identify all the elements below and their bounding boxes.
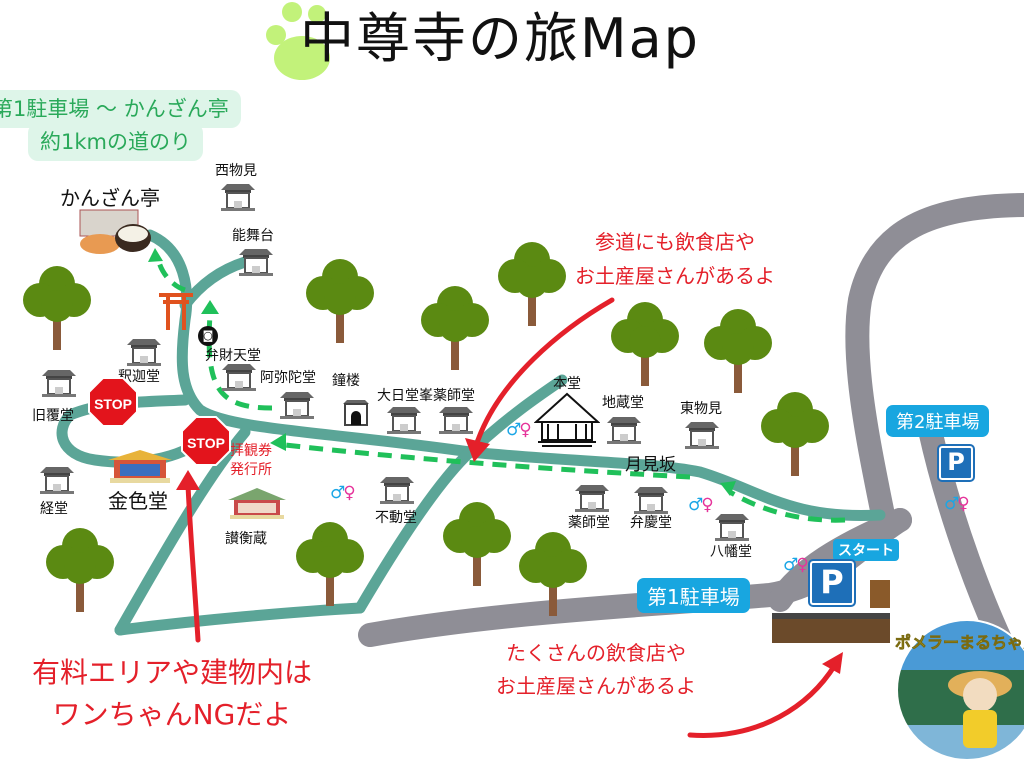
camera-icon: ◙ (198, 326, 218, 346)
note-sando-line1: 参道にも飲食店や (595, 230, 755, 254)
tree-icon (46, 528, 114, 612)
temple-icon (607, 417, 641, 444)
note-ng-line2: ワンちゃんNGだよ (52, 698, 292, 731)
label-tsukimizaka: 月見坂 (625, 455, 676, 475)
label-jizodo: 地蔵堂 (602, 395, 644, 411)
temple-icon (685, 422, 719, 449)
temple-icon (239, 249, 273, 276)
route-info-line2: 約1kmの道のり (28, 123, 203, 161)
temple-icon (222, 364, 256, 391)
tree-icon (421, 286, 489, 370)
parking-1-label: 第1駐車場 (637, 578, 750, 613)
label-fudodo: 不動堂 (375, 510, 417, 526)
tree-icon (306, 259, 374, 343)
stop-sign-icon: STOP (88, 377, 138, 427)
ticket-line2: 発行所 (230, 462, 272, 478)
road-east-loop (845, 193, 1024, 537)
label-konjikido: 金色堂 (108, 489, 168, 513)
tree-icon (519, 532, 587, 616)
note-dog-ng: 有料エリアや建物内はワンちゃんNGだよ (32, 652, 312, 736)
recommended-route (155, 257, 846, 523)
temple-icon (221, 184, 255, 211)
temple-icon (634, 487, 668, 514)
arrow-ng (185, 482, 201, 643)
temple-icon (280, 392, 314, 419)
path-diagonal (354, 374, 568, 614)
arrow-sando (475, 297, 615, 443)
parking-1-sign: P (808, 559, 856, 607)
tree-icon (23, 266, 91, 350)
road-p1 (768, 508, 912, 612)
restroom-icon: ♂♀ (330, 483, 356, 503)
label-nishimonomi: 西物見 (215, 163, 257, 179)
note-shops-line1: たくさんの飲食店や (506, 641, 686, 665)
label-dainichido: 大日堂峯薬師堂 (377, 388, 475, 404)
shop-buildings-icon (772, 580, 890, 643)
path-south (114, 602, 366, 636)
restaurant-icon (79, 209, 151, 254)
label-shakado: 釈迦堂 (118, 369, 160, 385)
red-arrows (185, 297, 838, 738)
bell-tower-icon (343, 400, 369, 426)
temple-icon (42, 370, 76, 397)
temple-icon (715, 514, 749, 541)
label-kyuoido: 旧覆堂 (32, 408, 74, 424)
label-hondo: 本堂 (553, 376, 581, 392)
label-benzaitendo: 弁財天堂 (205, 348, 261, 364)
label-kyozo: 経堂 (40, 501, 68, 517)
label-ticket-office: 拝観券発行所 (230, 442, 272, 480)
note-shops: たくさんの飲食店やお土産屋さんがあるよ (496, 637, 696, 703)
temple-icon (387, 407, 421, 434)
page-title: 中尊寺の旅Map (300, 7, 700, 70)
arrow-shops (687, 662, 838, 738)
route-arrowheads (148, 248, 736, 496)
note-sando: 参道にも飲食店やお土産屋さんがあるよ (575, 225, 775, 293)
tree-icon (704, 309, 772, 393)
start-badge: スタート (833, 539, 899, 561)
hondo-icon (534, 392, 600, 447)
parking-2-sign: P (937, 444, 975, 482)
note-shops-line2: お土産屋さんがあるよ (496, 674, 696, 698)
tree-icon (498, 242, 566, 326)
label-yakushido: 薬師堂 (568, 515, 610, 531)
konjikido-icon (108, 450, 172, 483)
label-hachimando: 八幡堂 (710, 544, 752, 560)
path-nobutai (179, 256, 251, 311)
label-benkeido: 弁慶堂 (630, 515, 672, 531)
temple-icon (40, 467, 74, 494)
sankozo-icon (228, 488, 286, 519)
stop-text: STOP (94, 396, 132, 412)
ticket-line1: 拝観券 (230, 443, 272, 459)
restroom-icon: ♂♀ (783, 555, 809, 575)
paw-print-icon (266, 2, 330, 80)
restroom-icon: ♂♀ (688, 495, 714, 515)
temple-icon (127, 339, 161, 366)
tree-icon (761, 392, 829, 476)
dog-badge-logo: ポメラーまるちゃん (895, 619, 1024, 761)
label-higashimonomi: 東物見 (680, 401, 722, 417)
temple-icon (575, 485, 609, 512)
tree-icon (611, 302, 679, 386)
stop-sign-icon: STOP (181, 416, 231, 466)
label-kanzantei: かんざん亭 (60, 186, 160, 210)
label-shoro: 鐘楼 (332, 373, 360, 389)
temple-icon (380, 477, 414, 504)
route-info-line1: 第1駐車場 ～ かんざん亭 (0, 90, 241, 128)
stop-text: STOP (187, 435, 225, 451)
temple-icon (439, 407, 473, 434)
tree-icon (443, 502, 511, 586)
note-sando-line2: お土産屋さんがあるよ (575, 264, 775, 288)
restroom-icon: ♂♀ (506, 420, 532, 440)
label-sankozo: 讃衡蔵 (225, 531, 267, 547)
svg-text:ポメラーまるちゃん: ポメラーまるちゃん (895, 633, 1024, 652)
note-ng-line1: 有料エリアや建物内は (32, 656, 313, 689)
label-nobutai: 能舞台 (232, 228, 274, 244)
parking-2-label: 第2駐車場 (886, 405, 990, 437)
torii-icon (159, 293, 193, 330)
tree-icon (296, 522, 364, 606)
restroom-icon: ♂♀ (944, 494, 970, 514)
label-amidado: 阿弥陀堂 (260, 370, 316, 386)
